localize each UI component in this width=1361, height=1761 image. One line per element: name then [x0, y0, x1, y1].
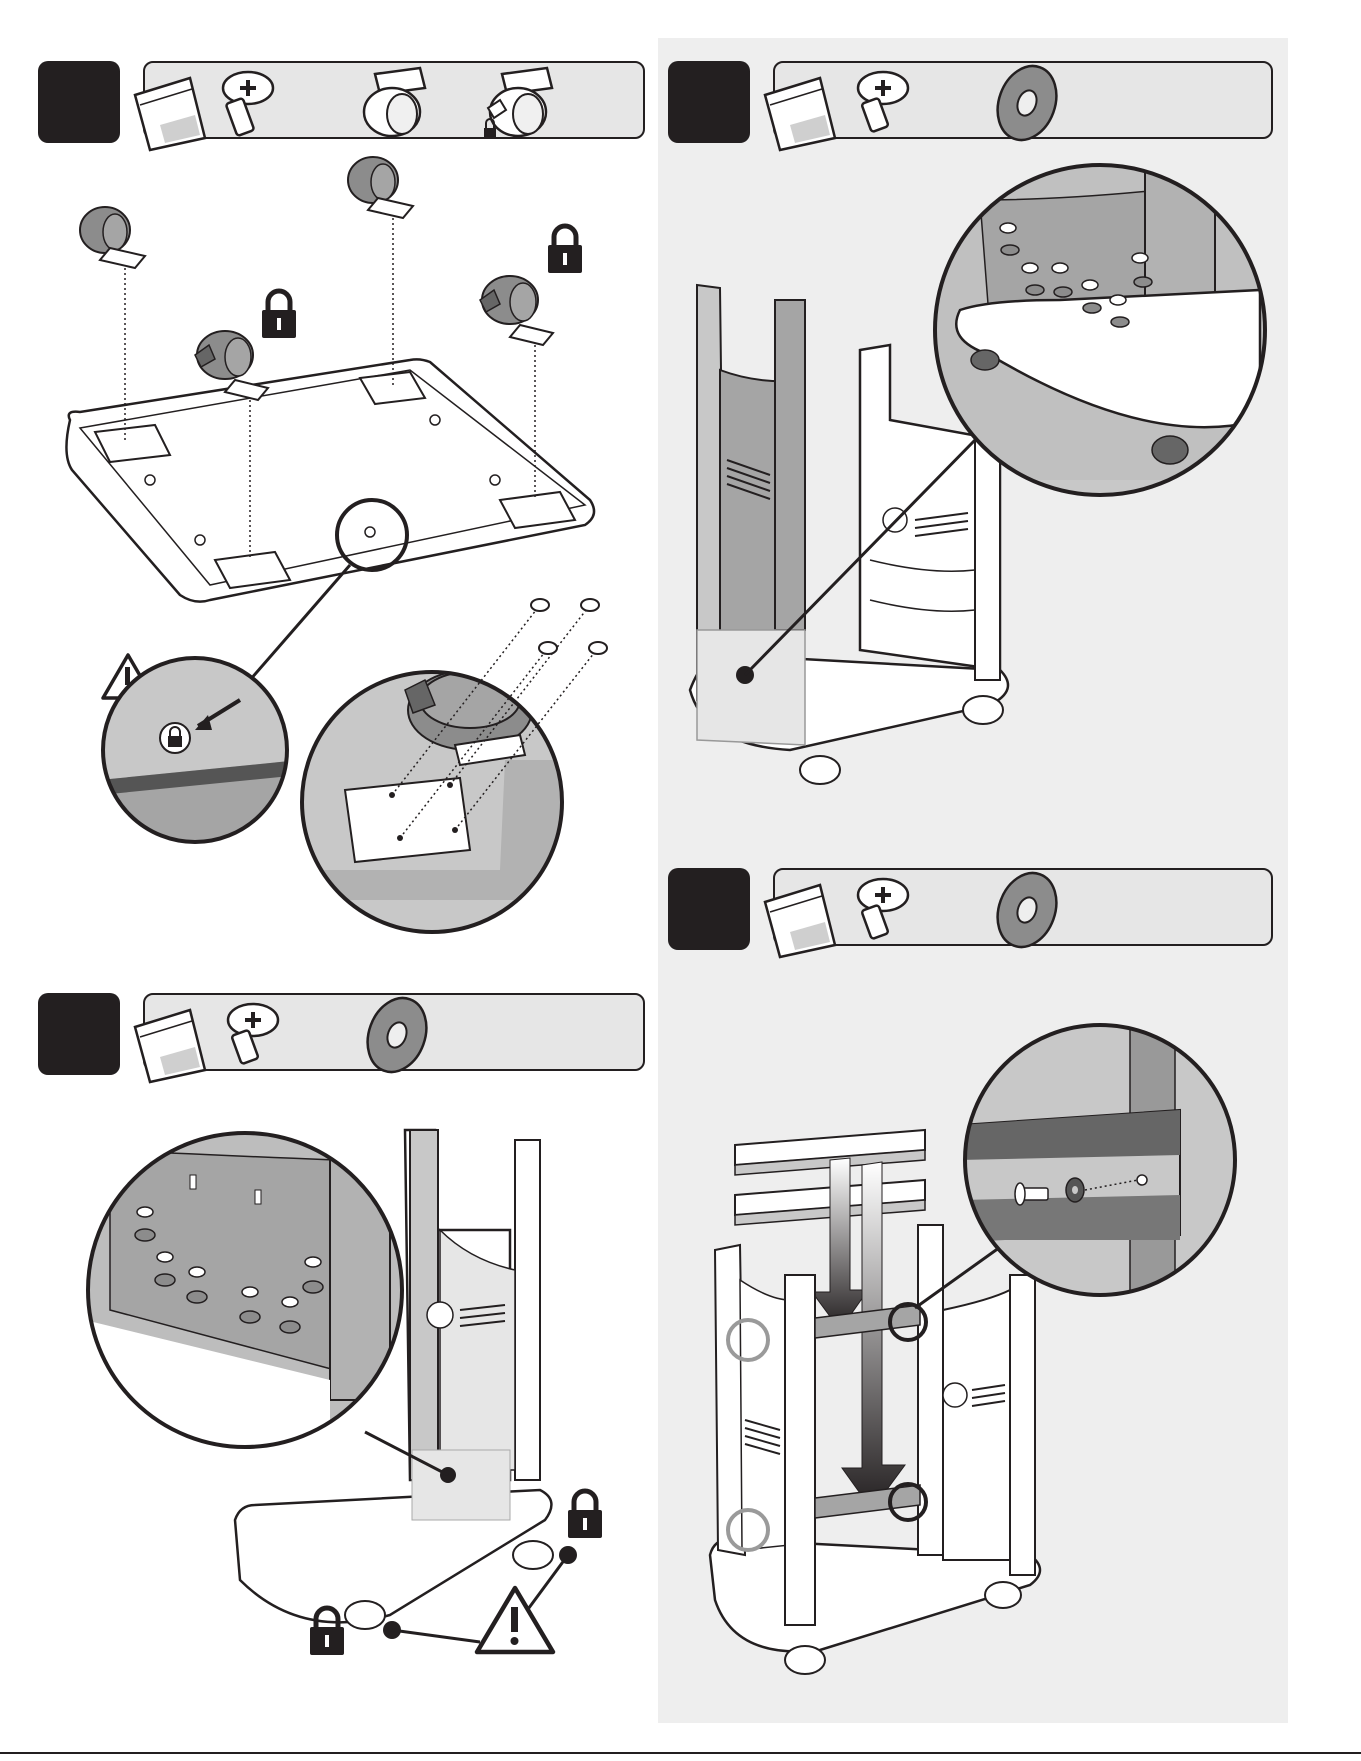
step-1-badge [38, 61, 120, 143]
step-3-parts-bar [143, 993, 645, 1071]
washer-icon [358, 990, 437, 1081]
lock-icon [310, 1608, 344, 1655]
cart-frame [235, 1130, 553, 1629]
lock-icon [568, 1491, 602, 1538]
lock-icon [262, 291, 296, 338]
lock-detail-callout [100, 640, 300, 842]
caster-icon [364, 68, 425, 136]
bag-icon [135, 78, 205, 150]
screw-icon [223, 72, 273, 136]
base-shelf [66, 359, 594, 601]
step-3-badge [38, 993, 120, 1075]
caster-front-left [80, 207, 145, 440]
step-1-parts-bar [143, 61, 645, 139]
lock-icon [548, 226, 582, 273]
caster-rear-left [348, 157, 413, 385]
caster-mounting-callout [300, 599, 607, 932]
right-column-background [658, 38, 1288, 1723]
locking-caster-icon [484, 68, 552, 138]
panel-screw-detail-callout [85, 1130, 448, 1475]
bag-icon [135, 1010, 205, 1082]
screw-icon [228, 1004, 278, 1064]
locking-caster-front [195, 331, 268, 560]
warning-triangle-icon [103, 655, 153, 698]
locking-caster-rear [480, 276, 553, 500]
page-footer-rule [0, 1752, 1361, 1754]
warning-triangle-icon [477, 1588, 553, 1652]
